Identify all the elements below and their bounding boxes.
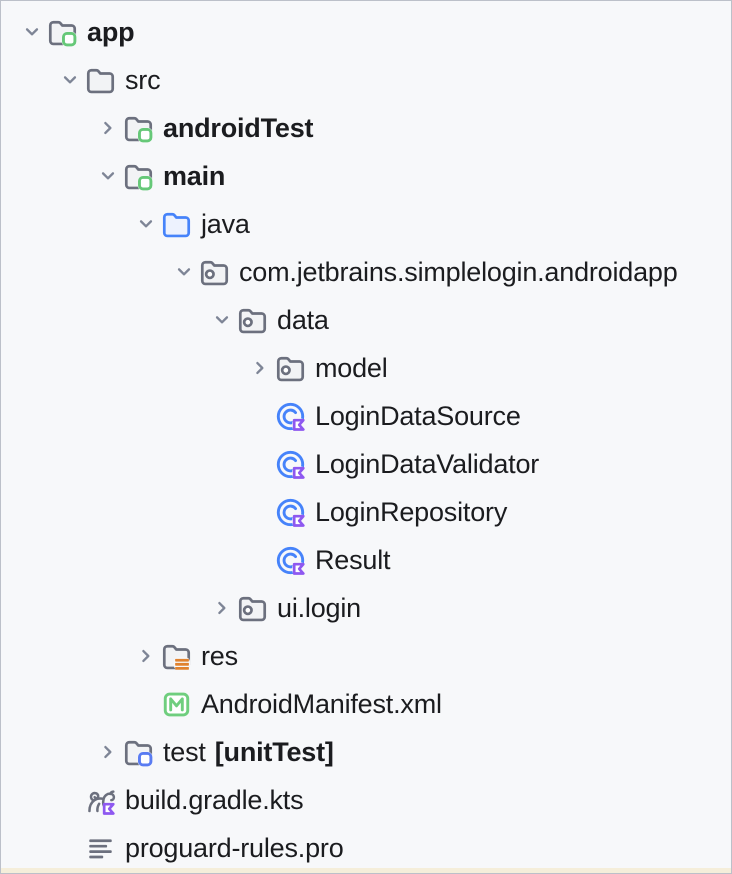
- chevron-spacer: [55, 835, 85, 861]
- android-manifest-icon: [161, 689, 192, 720]
- item-label: build.gradle.kts: [125, 784, 304, 815]
- package-icon: [237, 593, 268, 624]
- tree-row-main[interactable]: main: [1, 152, 731, 200]
- folder-res-icon: [161, 641, 192, 672]
- chevron-spacer: [245, 547, 275, 573]
- bottom-strip: [1, 868, 731, 873]
- chevron-spacer: [131, 691, 161, 717]
- item-label: main: [163, 160, 226, 191]
- folder-icon: [85, 65, 116, 96]
- tree-row-app[interactable]: app: [1, 8, 731, 56]
- chevron-right-icon[interactable]: [93, 739, 123, 765]
- item-label: proguard-rules.pro: [125, 832, 344, 863]
- tree-row-res[interactable]: res: [1, 632, 731, 680]
- chevron-down-icon[interactable]: [169, 259, 199, 285]
- item-label: src: [125, 64, 161, 95]
- kotlin-class-icon: [275, 497, 306, 528]
- item-label: app: [87, 16, 135, 47]
- item-label: model: [315, 352, 388, 383]
- chevron-right-icon[interactable]: [207, 595, 237, 621]
- chevron-down-icon[interactable]: [93, 163, 123, 189]
- chevron-right-icon[interactable]: [131, 643, 161, 669]
- tree-row-build-gradle-kts[interactable]: build.gradle.kts: [1, 776, 731, 824]
- tree-row-data[interactable]: data: [1, 296, 731, 344]
- text-file-icon: [85, 833, 116, 864]
- kotlin-class-icon: [275, 401, 306, 432]
- tree-row-logindatasource[interactable]: LoginDataSource: [1, 392, 731, 440]
- tree-row-androidmanifest-xml[interactable]: AndroidManifest.xml: [1, 680, 731, 728]
- item-label-qualifier: [unitTest]: [214, 736, 334, 767]
- item-label: res: [201, 640, 238, 671]
- chevron-right-icon[interactable]: [93, 115, 123, 141]
- chevron-down-icon[interactable]: [17, 19, 47, 45]
- tree-row-ui-login[interactable]: ui.login: [1, 584, 731, 632]
- chevron-right-icon[interactable]: [245, 355, 275, 381]
- tree-row-loginrepository[interactable]: LoginRepository: [1, 488, 731, 536]
- item-label: com.jetbrains.simplelogin.androidapp: [239, 256, 678, 287]
- kotlin-class-icon: [275, 545, 306, 576]
- tree-row-test[interactable]: test [unitTest]: [1, 728, 731, 776]
- tree-row-result[interactable]: Result: [1, 536, 731, 584]
- tree-row-src[interactable]: src: [1, 56, 731, 104]
- item-label: androidTest: [163, 112, 314, 143]
- chevron-spacer: [245, 403, 275, 429]
- item-label: ui.login: [277, 592, 361, 623]
- gradle-kts-icon: [85, 785, 116, 816]
- tree-row-proguard-rules-pro[interactable]: proguard-rules.pro: [1, 824, 731, 872]
- item-label: LoginDataSource: [315, 400, 521, 431]
- package-icon: [237, 305, 268, 336]
- tree-row-com-jetbrains-simplelogin-androidapp[interactable]: com.jetbrains.simplelogin.androidapp: [1, 248, 731, 296]
- folder-module-green-icon: [123, 113, 154, 144]
- folder-module-blue-icon: [123, 737, 154, 768]
- package-icon: [275, 353, 306, 384]
- chevron-spacer: [245, 499, 275, 525]
- chevron-down-icon[interactable]: [131, 211, 161, 237]
- chevron-down-icon[interactable]: [207, 307, 237, 333]
- chevron-down-icon[interactable]: [55, 67, 85, 93]
- tree-row-java[interactable]: java: [1, 200, 731, 248]
- tree-row-androidtest[interactable]: androidTest: [1, 104, 731, 152]
- tree-row-logindatavalidator[interactable]: LoginDataValidator: [1, 440, 731, 488]
- chevron-spacer: [55, 787, 85, 813]
- chevron-spacer: [245, 451, 275, 477]
- package-icon: [199, 257, 230, 288]
- item-label: test: [163, 736, 206, 767]
- tree-row-model[interactable]: model: [1, 344, 731, 392]
- item-label: data: [277, 304, 329, 335]
- item-label: LoginDataValidator: [315, 448, 540, 479]
- folder-sources-icon: [161, 209, 192, 240]
- item-label: LoginRepository: [315, 496, 508, 527]
- item-label: Result: [315, 544, 391, 575]
- item-label: java: [201, 208, 250, 239]
- folder-module-green-icon: [123, 161, 154, 192]
- kotlin-class-icon: [275, 449, 306, 480]
- item-label: AndroidManifest.xml: [201, 688, 442, 719]
- folder-module-green-icon: [47, 17, 78, 48]
